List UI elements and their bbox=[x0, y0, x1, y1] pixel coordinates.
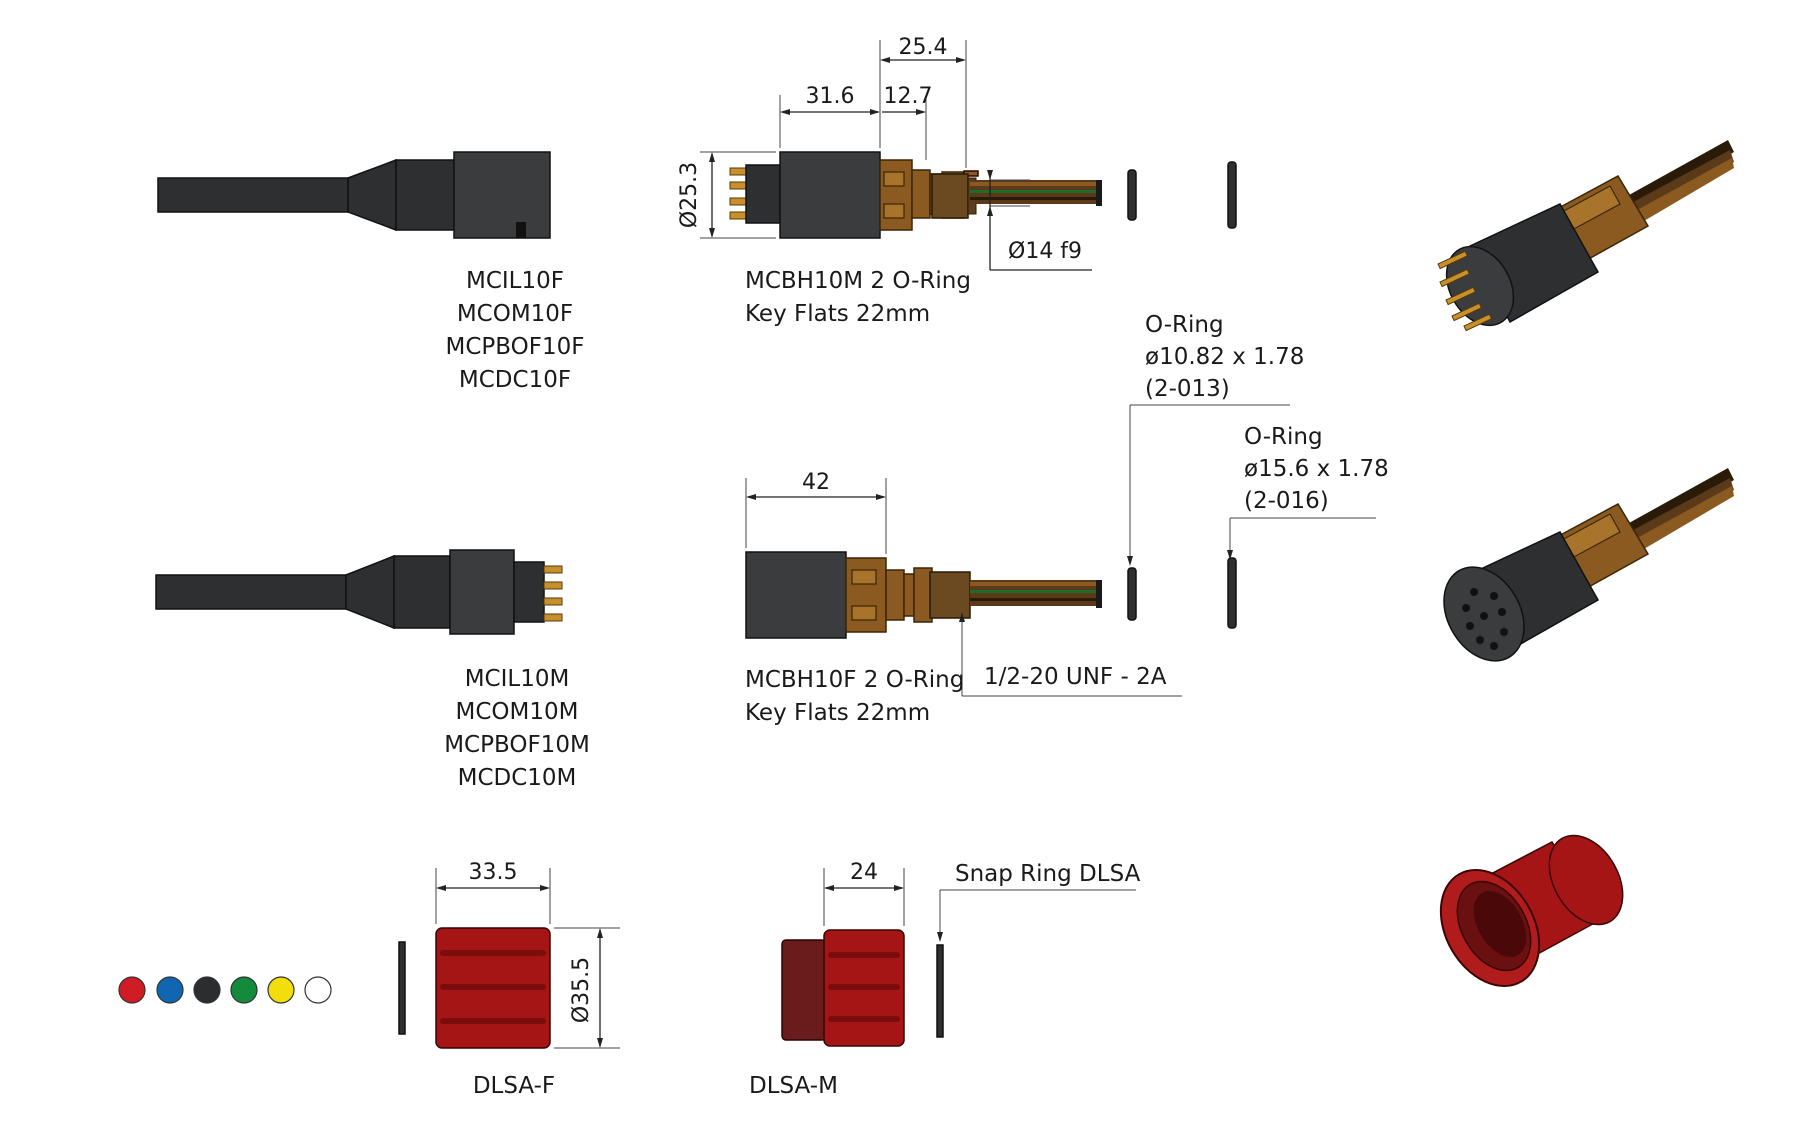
sleeve-female bbox=[435, 927, 551, 1049]
dimension-label: 12.7 bbox=[884, 84, 933, 109]
oring-size: ø10.82 x 1.78 bbox=[1145, 344, 1304, 370]
dimensions-bulkhead-female: 42 bbox=[745, 470, 887, 554]
color-swatch-white bbox=[304, 976, 332, 1004]
male-bulkhead-3d-view bbox=[1437, 140, 1734, 332]
bulkhead-female-label: MCBH10F 2 O-Ring Key Flats 22mm bbox=[745, 667, 964, 726]
color-swatch-yellow bbox=[267, 976, 295, 1004]
color-swatch-blue bbox=[156, 976, 184, 1004]
snap-ring-side-view bbox=[398, 941, 406, 1035]
part-number: MCDC10M bbox=[458, 765, 577, 791]
sleeve-male bbox=[781, 929, 905, 1047]
oring-code: (2-016) bbox=[1244, 488, 1329, 514]
thread-callout: 1/2-20 UNF - 2A bbox=[959, 612, 1182, 697]
part-number: MCIL10M bbox=[465, 666, 570, 692]
color-swatch-green bbox=[230, 976, 258, 1004]
dimension-label: 25.4 bbox=[899, 35, 948, 60]
bulkhead-male-label: MCBH10M 2 O-Ring Key Flats 22mm bbox=[745, 268, 971, 327]
color-swatch-black bbox=[193, 976, 221, 1004]
female-cable-part-numbers: MCIL10F MCOM10F MCPBOF10F MCDC10F bbox=[446, 268, 585, 393]
female-bulkhead-connector bbox=[745, 551, 1102, 639]
oring-large-callout: O-Ring ø15.6 x 1.78 (2-016) bbox=[1227, 424, 1389, 560]
dimension-label: Ø35.5 bbox=[569, 957, 594, 1023]
oring-size: ø15.6 x 1.78 bbox=[1244, 456, 1389, 482]
oring-large-side-view bbox=[1227, 161, 1237, 229]
male-bulkhead-connector bbox=[729, 151, 1102, 239]
dimension-label: 42 bbox=[802, 470, 830, 495]
dimension-label: 33.5 bbox=[469, 860, 518, 885]
part-number: MCBH10F 2 O-Ring bbox=[745, 667, 964, 693]
part-number: MCPBOF10F bbox=[446, 334, 585, 360]
dimensions-bulkhead-male: 25.4 31.6 12.7 Ø25.3 Ø14 f9 bbox=[677, 35, 1092, 271]
dimensions-sleeve-female: 33.5 Ø35.5 bbox=[435, 860, 620, 1049]
part-number: MCOM10F bbox=[457, 301, 573, 327]
part-description: Key Flats 22mm bbox=[745, 700, 930, 726]
female-bulkhead-3d-view bbox=[1443, 468, 1734, 662]
part-description: Key Flats 22mm bbox=[745, 301, 930, 327]
thread-spec: 1/2-20 UNF - 2A bbox=[984, 664, 1167, 690]
sleeve-3d-view bbox=[1439, 834, 1624, 988]
oring-small-side-view bbox=[1127, 567, 1137, 621]
dimension-label: 31.6 bbox=[806, 84, 855, 109]
color-swatches bbox=[118, 976, 332, 1004]
sleeve-female-label: DLSA-F bbox=[473, 1073, 555, 1099]
oring-title: O-Ring bbox=[1244, 424, 1323, 450]
dimension-label: Ø14 f9 bbox=[1008, 239, 1082, 264]
part-number: MCIL10F bbox=[466, 268, 564, 294]
male-cable-part-numbers: MCIL10M MCOM10M MCPBOF10M MCDC10M bbox=[444, 666, 590, 791]
part-number: MCOM10M bbox=[456, 699, 579, 725]
oring-small-callout: O-Ring ø10.82 x 1.78 (2-013) bbox=[1127, 312, 1304, 566]
female-cable-connector bbox=[157, 151, 551, 239]
oring-title: O-Ring bbox=[1145, 312, 1224, 338]
dimension-label: 24 bbox=[850, 860, 878, 885]
dimensions-sleeve-male: 24 bbox=[823, 860, 905, 926]
male-cable-connector bbox=[155, 549, 563, 635]
part-number: MCPBOF10M bbox=[444, 732, 590, 758]
oring-small-side-view bbox=[1127, 169, 1137, 221]
oring-large-side-view bbox=[1227, 557, 1237, 629]
part-number: MCBH10M 2 O-Ring bbox=[745, 268, 971, 294]
snap-ring-label: Snap Ring DLSA bbox=[955, 861, 1141, 887]
snap-ring-callout: Snap Ring DLSA bbox=[937, 861, 1141, 942]
color-swatch-red bbox=[118, 976, 146, 1004]
oring-code: (2-013) bbox=[1145, 376, 1230, 402]
snap-ring-side-view bbox=[936, 944, 944, 1038]
sleeve-male-label: DLSA-M bbox=[749, 1073, 838, 1099]
part-number: MCDC10F bbox=[459, 367, 571, 393]
dimension-label: Ø25.3 bbox=[677, 162, 702, 228]
